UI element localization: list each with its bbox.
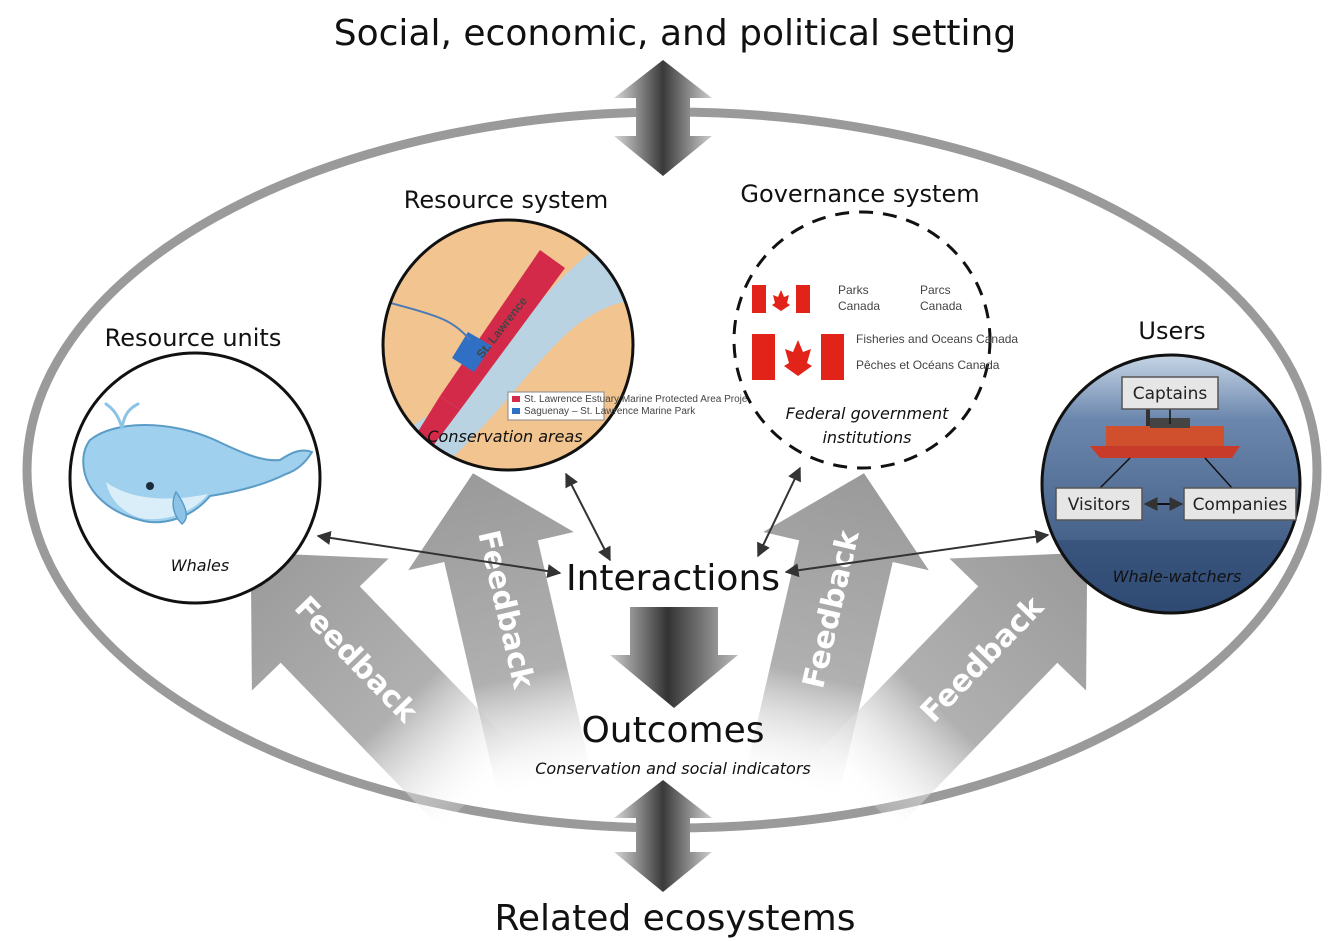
resource-units-title: Resource units xyxy=(105,324,282,352)
users-circle xyxy=(1040,353,1302,615)
resource-system-circle xyxy=(381,218,635,472)
top-label: Social, economic, and political setting xyxy=(334,13,1016,54)
connector-resource-system-interactions xyxy=(565,472,611,562)
governance-caption-line1: Federal government xyxy=(786,404,950,423)
canada-flag-small-icon xyxy=(752,285,810,313)
users-connector-visitors xyxy=(1099,457,1131,489)
companies-label: Companies xyxy=(1193,495,1288,515)
resource-system-title: Resource system xyxy=(404,186,608,214)
top-double-arrow xyxy=(614,60,712,176)
fisheries-oceans-en: Fisheries and Oceans Canada xyxy=(856,332,1018,346)
governance-caption-line2: institutions xyxy=(822,428,911,447)
conservation-map: St. Lawrence xyxy=(383,220,633,470)
resource-system-caption: Conservation areas xyxy=(427,427,582,446)
captains-box xyxy=(1121,376,1219,410)
governance-system-title: Governance system xyxy=(740,180,979,208)
users-caption: Whale-watchers xyxy=(1113,567,1242,586)
interactions-to-outcomes-arrow xyxy=(610,607,738,708)
captains-label: Captains xyxy=(1133,384,1208,404)
connector-users-interactions xyxy=(784,529,1050,578)
governance-system-circle xyxy=(732,210,992,470)
resource-units-caption: Whales xyxy=(171,556,229,575)
bottom-double-arrow xyxy=(614,780,712,892)
map-legend-item-1: St. Lawrence Estuary Marine Protected Ar… xyxy=(524,394,755,405)
connector-governance-interactions xyxy=(757,466,801,558)
canada-flag-large-icon xyxy=(752,334,844,380)
visitors-box xyxy=(1055,487,1143,521)
outcomes-subtitle: Conservation and social indicators xyxy=(535,759,811,778)
visitors-label: Visitors xyxy=(1068,495,1131,515)
interactions-label: Interactions xyxy=(566,558,780,599)
fisheries-oceans-fr: Pêches et Océans Canada xyxy=(856,358,1000,372)
bottom-label: Related ecosystems xyxy=(494,898,855,939)
whale-icon xyxy=(82,402,314,525)
outcomes-title: Outcomes xyxy=(581,710,764,751)
companies-box xyxy=(1183,487,1297,521)
connector-whales-interactions xyxy=(316,530,562,579)
users-connector-companies xyxy=(1204,457,1233,489)
users-title: Users xyxy=(1138,317,1205,345)
map-legend-item-2: Saguenay – St. Lawrence Marine Park xyxy=(524,406,696,417)
